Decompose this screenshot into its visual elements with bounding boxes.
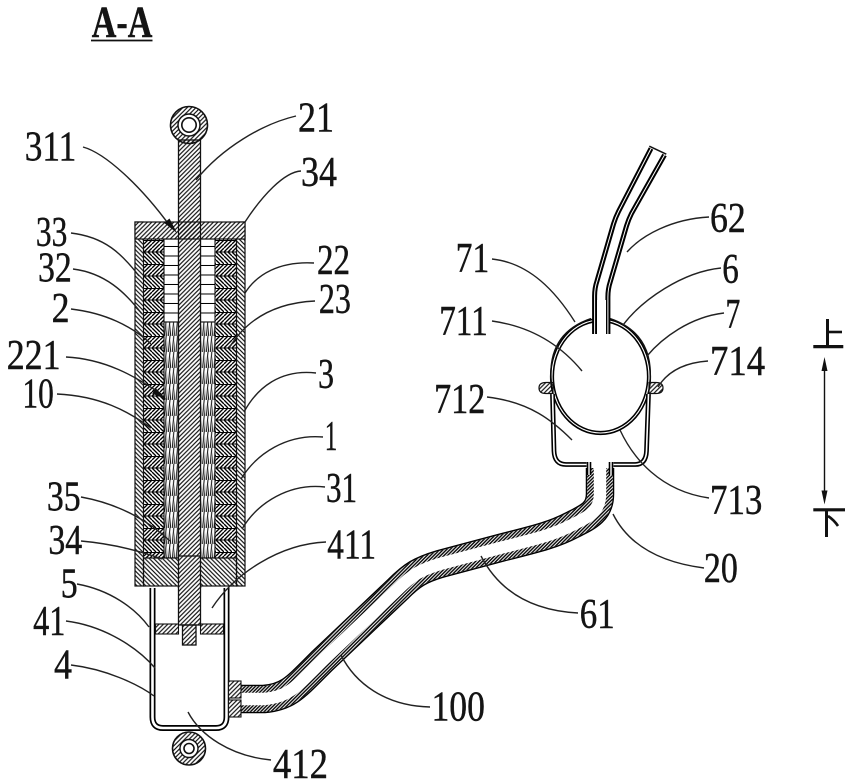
- svg-text:71: 71: [456, 236, 489, 282]
- svg-text:4: 4: [54, 642, 72, 688]
- svg-text:711: 711: [439, 299, 488, 345]
- svg-text:5: 5: [61, 562, 78, 608]
- svg-text:35: 35: [47, 475, 81, 521]
- svg-text:23: 23: [319, 277, 351, 323]
- svg-text:713: 713: [710, 478, 762, 524]
- svg-text:311: 311: [25, 125, 77, 171]
- svg-text:33: 33: [36, 210, 67, 256]
- svg-text:10: 10: [22, 371, 53, 417]
- svg-text:221: 221: [7, 333, 61, 379]
- svg-text:1: 1: [325, 414, 338, 460]
- svg-text:714: 714: [710, 339, 765, 385]
- svg-text:411: 411: [327, 522, 376, 568]
- svg-text:100: 100: [432, 685, 485, 731]
- svg-text:22: 22: [317, 238, 350, 284]
- svg-text:2: 2: [52, 286, 70, 332]
- svg-text:412: 412: [273, 742, 328, 781]
- svg-text:A-A: A-A: [92, 0, 153, 47]
- svg-text:34: 34: [301, 150, 337, 196]
- svg-text:31: 31: [326, 466, 357, 512]
- svg-text:62: 62: [710, 196, 746, 242]
- svg-text:20: 20: [704, 546, 738, 592]
- svg-text:34: 34: [48, 518, 82, 564]
- svg-text:32: 32: [38, 246, 72, 292]
- svg-text:3: 3: [318, 352, 334, 398]
- svg-text:21: 21: [298, 96, 334, 142]
- svg-text:41: 41: [33, 599, 65, 645]
- svg-text:6: 6: [722, 247, 739, 293]
- svg-text:712: 712: [434, 377, 485, 423]
- svg-text:7: 7: [726, 292, 741, 338]
- svg-text:61: 61: [580, 592, 615, 638]
